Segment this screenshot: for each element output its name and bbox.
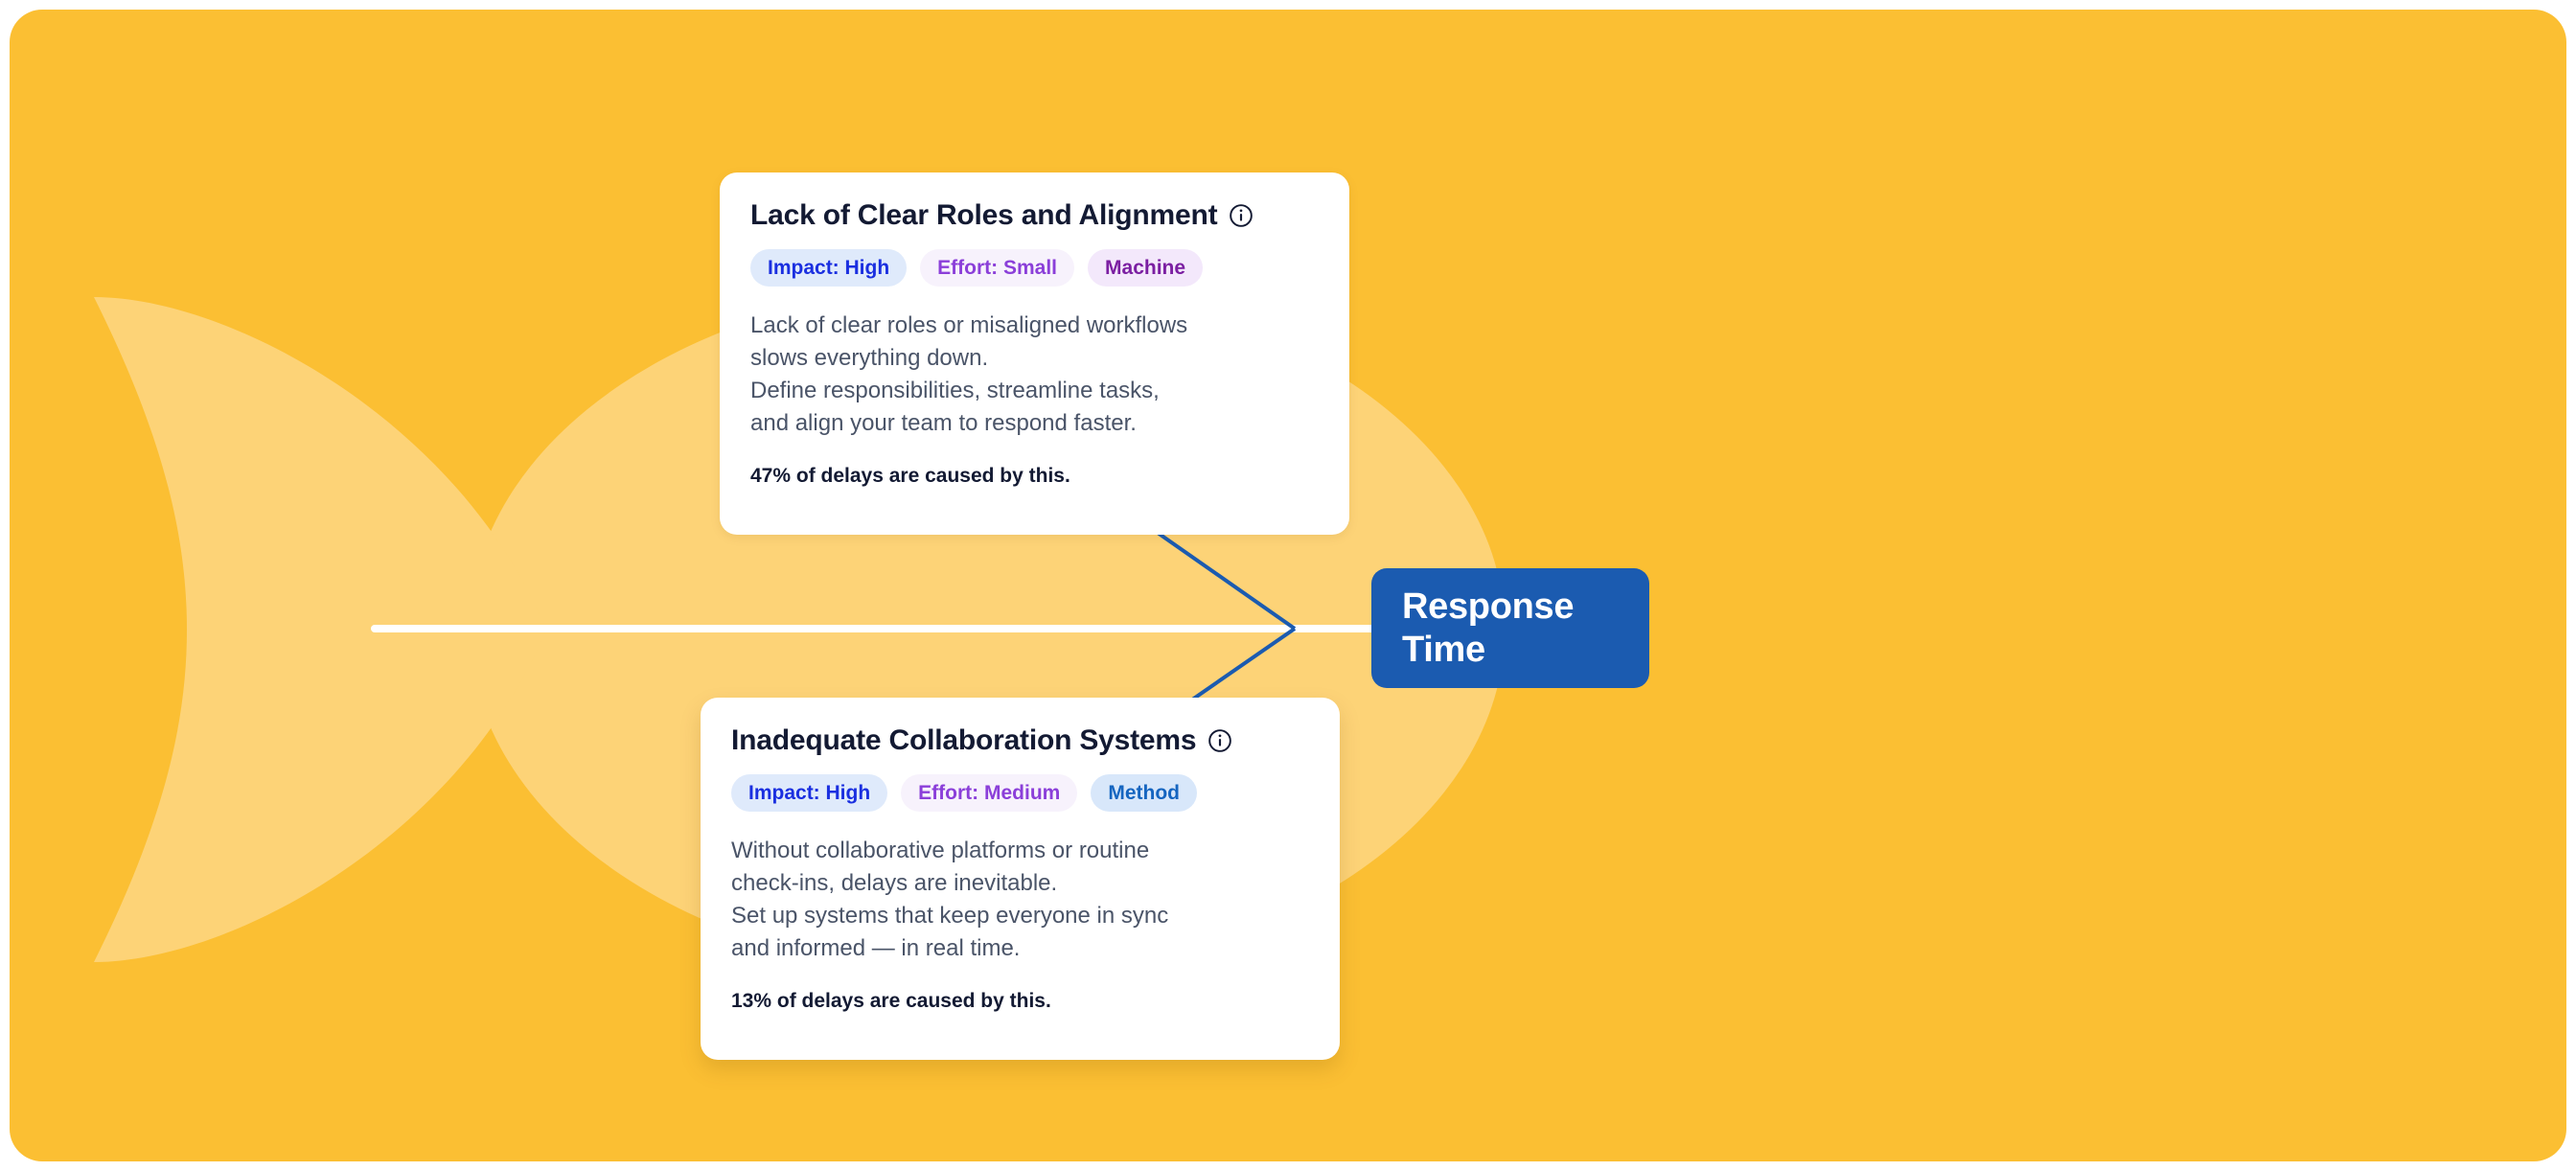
fish-tail-shape	[94, 297, 546, 962]
info-circle-icon[interactable]	[1229, 203, 1254, 228]
effect-label-line2: Time	[1402, 629, 1485, 670]
card-badges: Impact: High Effort: Medium Method	[731, 774, 1309, 813]
card-stat: 47% of delays are caused by this.	[750, 465, 1070, 488]
card-stat: 13% of delays are caused by this.	[731, 990, 1051, 1013]
description-line: and informed — in real time.	[731, 935, 1021, 962]
badge-effort[interactable]: Effort: Small	[920, 249, 1075, 287]
card-title: Inadequate Collaboration Systems	[731, 724, 1197, 756]
fishbone-canvas: Lack of Clear Roles and Alignment Impact…	[10, 10, 2566, 1161]
description-line: Define responsibilities, streamline task…	[750, 378, 1160, 404]
description-line: and align your team to respond faster.	[750, 410, 1137, 437]
card-header: Lack of Clear Roles and Alignment	[750, 199, 1319, 232]
cause-card-bottom[interactable]: Inadequate Collaboration Systems Impact:…	[701, 698, 1340, 1060]
badge-impact[interactable]: Impact: High	[750, 249, 908, 287]
description-line: slows everything down.	[750, 345, 989, 372]
description-line: Lack of clear roles or misaligned workfl…	[750, 312, 1188, 339]
card-description: Lack of clear roles or misaligned workfl…	[750, 310, 1319, 440]
cause-card-top[interactable]: Lack of Clear Roles and Alignment Impact…	[720, 172, 1349, 535]
card-header: Inadequate Collaboration Systems	[731, 724, 1309, 757]
description-line: Without collaborative platforms or routi…	[731, 838, 1150, 864]
badge-effort[interactable]: Effort: Medium	[901, 774, 1078, 813]
card-title: Lack of Clear Roles and Alignment	[750, 199, 1218, 231]
description-line: Set up systems that keep everyone in syn…	[731, 903, 1169, 930]
badge-category[interactable]: Machine	[1088, 249, 1204, 287]
card-badges: Impact: High Effort: Small Machine	[750, 249, 1319, 287]
description-line: check-ins, delays are inevitable.	[731, 870, 1058, 897]
effect-box[interactable]: Response Time	[1371, 568, 1649, 688]
badge-impact[interactable]: Impact: High	[731, 774, 888, 813]
fishbone-spine	[371, 625, 1382, 632]
effect-label-line1: Response	[1402, 586, 1575, 627]
badge-category[interactable]: Method	[1091, 774, 1197, 813]
info-circle-icon[interactable]	[1208, 728, 1232, 753]
card-description: Without collaborative platforms or routi…	[731, 835, 1309, 965]
